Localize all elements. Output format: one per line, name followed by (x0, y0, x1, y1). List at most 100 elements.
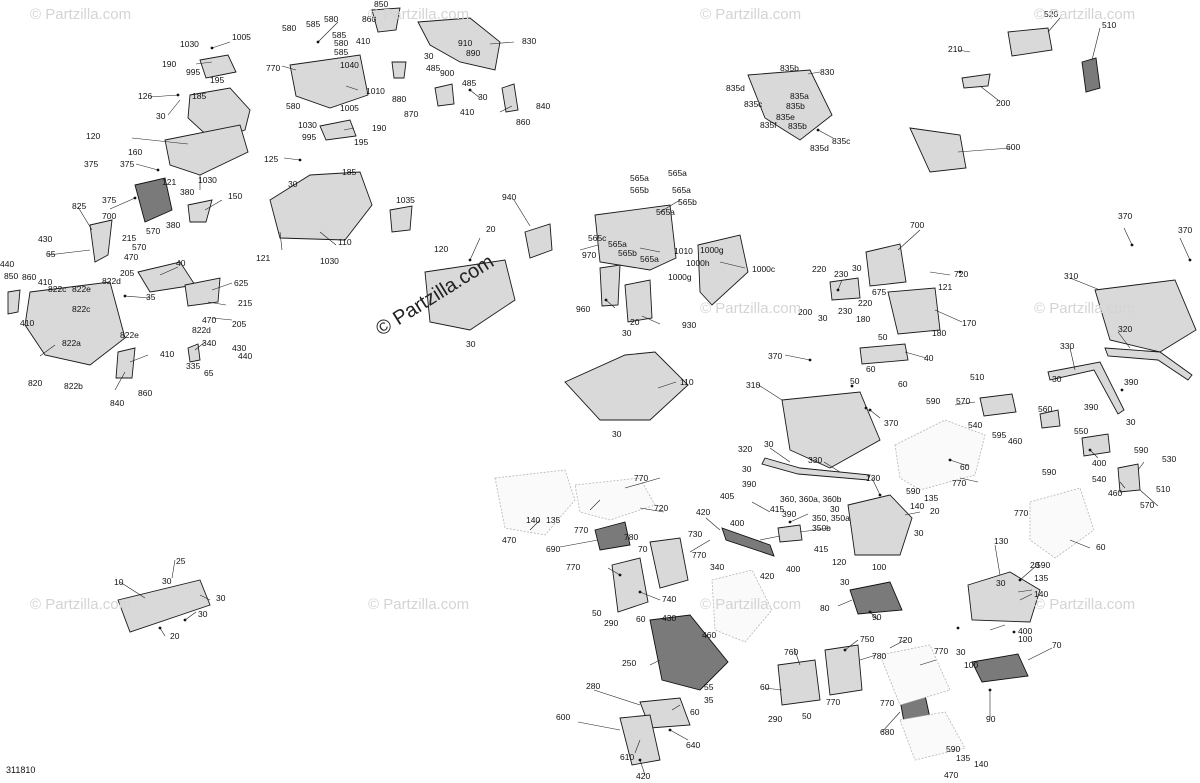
callout-140[interactable]: 140 (910, 501, 924, 511)
callout-30[interactable]: 30 (288, 179, 298, 189)
callout-30[interactable]: 30 (216, 593, 226, 603)
callout-400[interactable]: 400 (1092, 458, 1106, 468)
callout-30[interactable]: 30 (996, 578, 1006, 588)
callout-390[interactable]: 390 (1084, 402, 1098, 412)
part-footwell-80[interactable] (849, 581, 903, 615)
part-fender-tub-left-small[interactable] (164, 124, 249, 176)
callout-822e[interactable]: 822e (72, 284, 91, 294)
callout-840[interactable]: 840 (110, 398, 124, 408)
callout-60[interactable]: 60 (636, 614, 646, 624)
callout-210[interactable]: 210 (948, 44, 962, 54)
callout-410[interactable]: 410 (20, 318, 34, 328)
part-fender-tub-110[interactable] (269, 171, 373, 241)
callout-580[interactable]: 580 (282, 23, 296, 33)
part-rear-bumper-830[interactable] (417, 17, 501, 71)
callout-360[interactable]: 360, 360a, 360b (780, 494, 842, 504)
part-fender-tub-120c[interactable] (847, 494, 913, 556)
callout-30[interactable]: 30 (1126, 417, 1136, 427)
callout-580[interactable]: 580 (324, 14, 338, 24)
callout-835c[interactable]: 835c (744, 99, 763, 109)
callout-90[interactable]: 90 (872, 612, 882, 622)
callout-185[interactable]: 185 (192, 91, 206, 101)
callout-400[interactable]: 400 (730, 518, 744, 528)
callout-280[interactable]: 280 (586, 681, 600, 691)
callout-130[interactable]: 130 (866, 473, 880, 483)
callout-110[interactable]: 110 (680, 377, 694, 387)
callout-822a[interactable]: 822a (62, 338, 81, 348)
callout-390[interactable]: 390 (782, 509, 796, 519)
callout-220[interactable]: 220 (812, 264, 826, 274)
callout-675[interactable]: 675 (872, 287, 886, 297)
callout-680[interactable]: 680 (880, 727, 894, 737)
part-bracket-870[interactable] (434, 83, 455, 107)
callout-160[interactable]: 160 (128, 147, 142, 157)
callout-595[interactable]: 595 (992, 430, 1006, 440)
callout-780[interactable]: 780 (624, 532, 638, 542)
part-fender-tub-right[interactable] (967, 571, 1041, 623)
callout-250[interactable]: 250 (622, 658, 636, 668)
callout-430[interactable]: 430 (232, 343, 246, 353)
callout-700[interactable]: 700 (102, 211, 116, 221)
callout-370[interactable]: 370 (884, 418, 898, 428)
callout-510[interactable]: 510 (1102, 20, 1116, 30)
callout-760[interactable]: 760 (784, 647, 798, 657)
callout-125[interactable]: 125 (264, 154, 278, 164)
callout-1030[interactable]: 1030 (320, 256, 339, 266)
part-side-panel-740[interactable] (611, 557, 649, 613)
callout-400[interactable]: 400 (786, 564, 800, 574)
callout-230[interactable]: 230 (838, 306, 852, 316)
part-side-panel-760[interactable] (777, 659, 821, 706)
callout-540[interactable]: 540 (968, 420, 982, 430)
callout-20[interactable]: 20 (170, 631, 180, 641)
callout-50[interactable]: 50 (592, 608, 602, 618)
callout-30[interactable]: 30 (852, 263, 862, 273)
callout-30[interactable]: 30 (914, 528, 924, 538)
callout-220[interactable]: 220 (858, 298, 872, 308)
callout-625[interactable]: 625 (234, 278, 248, 288)
callout-30[interactable]: 30 (956, 647, 966, 657)
part-panel-690[interactable] (594, 521, 631, 551)
callout-565a[interactable]: 565a (672, 185, 691, 195)
callout-410[interactable]: 410 (460, 107, 474, 117)
callout-930[interactable]: 930 (682, 320, 696, 330)
callout-415[interactable]: 415 (770, 504, 784, 514)
callout-390[interactable]: 390 (1124, 377, 1138, 387)
callout-120[interactable]: 120 (832, 557, 846, 567)
callout-770[interactable]: 770 (934, 646, 948, 656)
callout-590[interactable]: 590 (946, 744, 960, 754)
callout-510[interactable]: 510 (970, 372, 984, 382)
callout-1005[interactable]: 1005 (232, 32, 251, 42)
part-front-fascia-700[interactable] (865, 243, 907, 287)
part-light-510b[interactable] (979, 393, 1017, 417)
callout-30[interactable]: 30 (198, 609, 208, 619)
callout-1000g[interactable]: 1000g (700, 245, 724, 255)
callout-390[interactable]: 390 (742, 479, 756, 489)
part-small-bracket-335[interactable] (187, 343, 201, 363)
part-rear-fascia-1010[interactable] (289, 54, 369, 109)
callout-60[interactable]: 60 (690, 707, 700, 717)
callout-565b[interactable]: 565b (618, 248, 637, 258)
callout-560[interactable]: 560 (1038, 404, 1052, 414)
callout-420[interactable]: 420 (696, 507, 710, 517)
callout-35[interactable]: 35 (146, 292, 156, 302)
callout-820[interactable]: 820 (28, 378, 42, 388)
callout-215[interactable]: 215 (238, 298, 252, 308)
callout-485[interactable]: 485 (462, 78, 476, 88)
callout-30[interactable]: 30 (764, 439, 774, 449)
callout-565a[interactable]: 565a (630, 173, 649, 183)
callout-460[interactable]: 460 (702, 630, 716, 640)
callout-470[interactable]: 470 (124, 252, 138, 262)
callout-600[interactable]: 600 (1006, 142, 1020, 152)
part-side-panel-750[interactable] (824, 644, 863, 696)
callout-140[interactable]: 140 (526, 515, 540, 525)
callout-610[interactable]: 610 (620, 752, 634, 762)
callout-590[interactable]: 590 (1134, 445, 1148, 455)
callout-60[interactable]: 60 (898, 379, 908, 389)
callout-970[interactable]: 970 (582, 250, 596, 260)
callout-835d[interactable]: 835d (726, 83, 745, 93)
part-console-565[interactable] (594, 204, 677, 271)
part-bracket-230[interactable] (829, 277, 861, 301)
callout-835e[interactable]: 835e (776, 112, 795, 122)
callout-205[interactable]: 205 (232, 319, 246, 329)
callout-110[interactable]: 110 (338, 237, 352, 247)
